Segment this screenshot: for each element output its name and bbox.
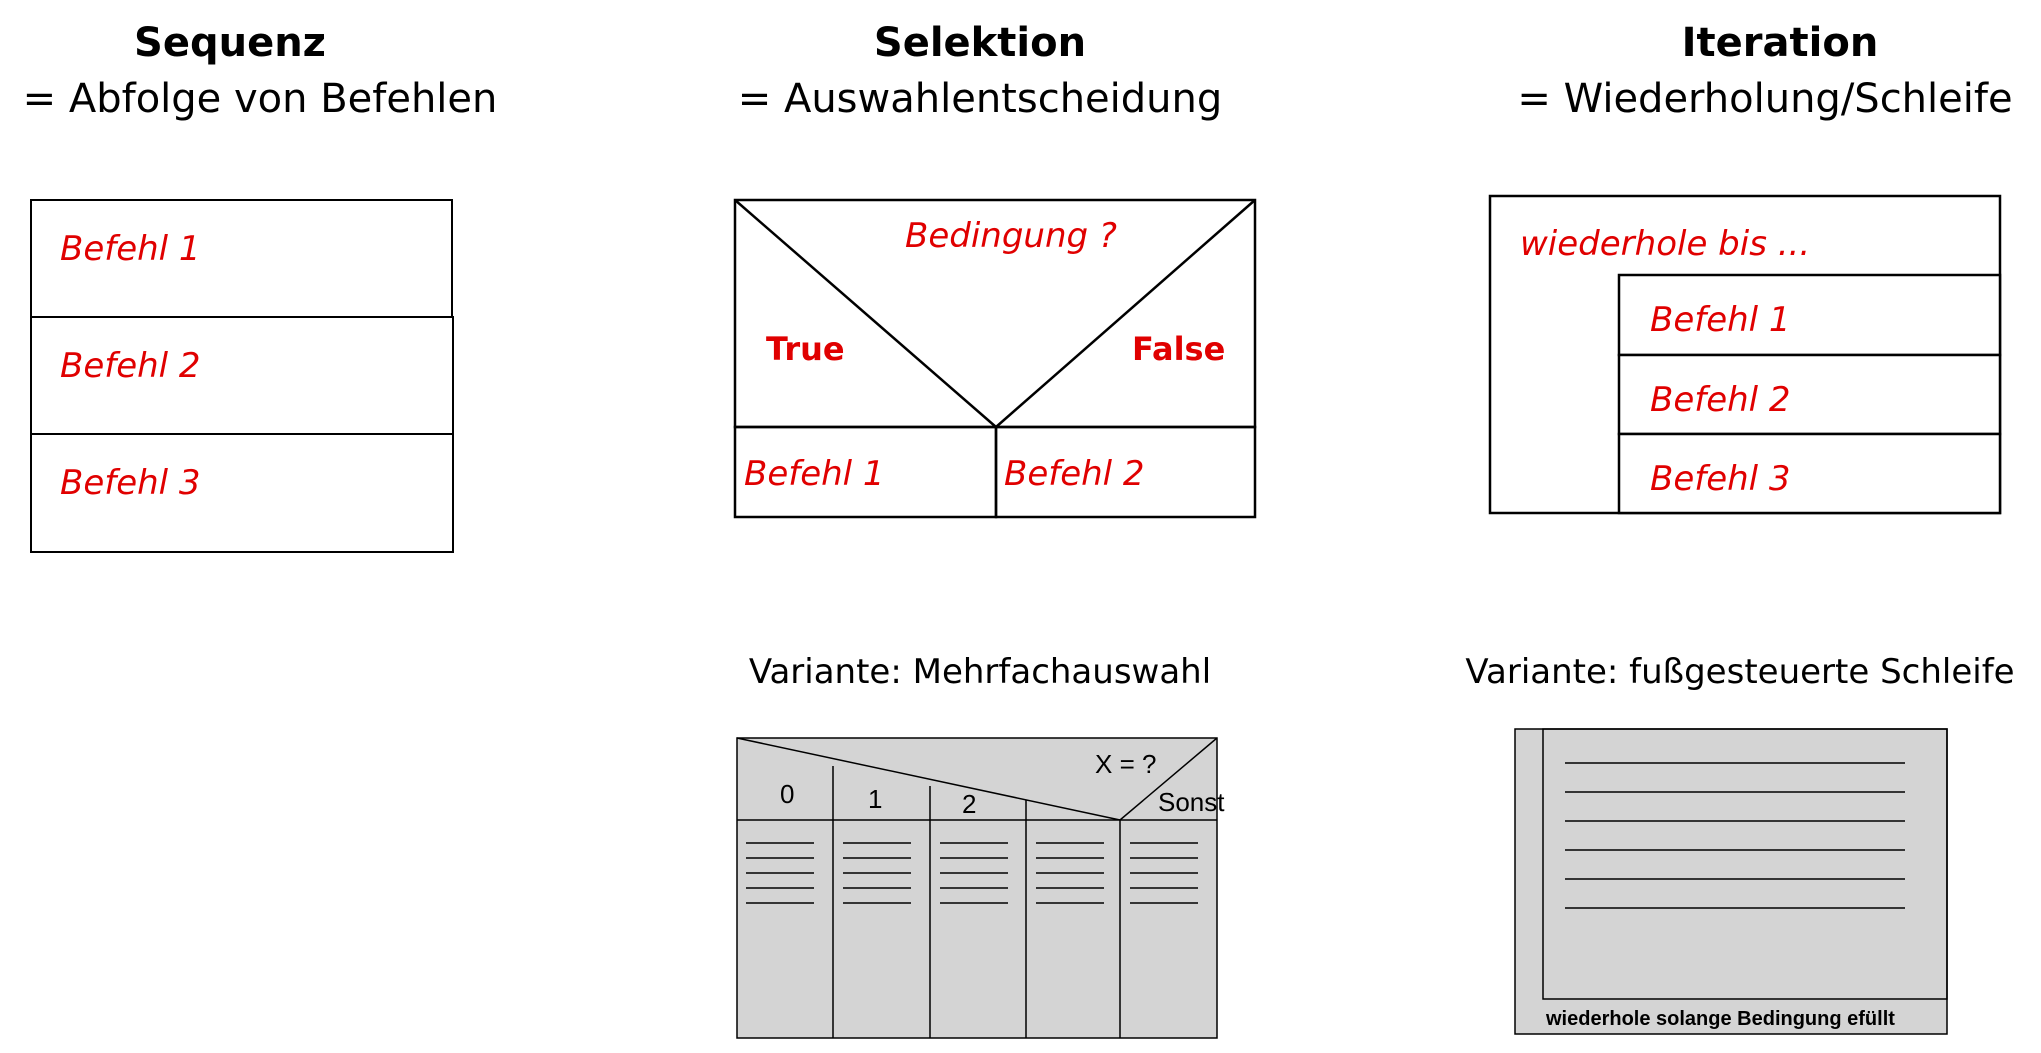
selection-true-label: True	[766, 330, 845, 368]
variant-foot-controlled-caption: Variante: fußgesteuerte Schleife	[1465, 652, 2015, 692]
sequence-step-2: Befehl 2	[30, 316, 454, 436]
selection-true-diagonal	[734, 199, 997, 428]
sequence-step-2-label: Befehl 2	[60, 346, 201, 386]
sequence-step-3-label: Befehl 3	[60, 463, 201, 503]
selection-false-command: Befehl 2	[1004, 454, 1145, 494]
foot-controlled-frame	[1514, 728, 1948, 1035]
iteration-command-2-box	[1617, 353, 2002, 436]
selection-true-command: Befehl 1	[744, 454, 885, 494]
multiple-choice-condition: X = ?	[1095, 749, 1156, 779]
iteration-command-3-box	[1617, 432, 2002, 515]
selection-title: Selektion	[873, 20, 1087, 66]
foot-controlled-footer: wiederhole solange Bedingung efüllt	[1545, 1008, 1895, 1030]
multiple-choice-diagonal-left	[736, 737, 1121, 821]
iteration-command-2: Befehl 2	[1650, 380, 1791, 420]
multiple-choice-placeholder-rows	[746, 842, 1198, 904]
selection-false-diagonal	[995, 199, 1256, 428]
iteration-command-1-box	[1617, 273, 2002, 357]
iteration-subtitle: = Wiederholung/Schleife	[1517, 76, 2013, 122]
sequence-step-1-label: Befehl 1	[60, 229, 201, 269]
iteration-title: Iteration	[1681, 20, 1879, 66]
multiple-choice-case-2: 2	[962, 789, 976, 819]
iteration-loop-header: wiederhole bis ...	[1520, 224, 1811, 264]
sequence-title: Sequenz	[134, 20, 326, 66]
foot-controlled-placeholder-rows	[1565, 762, 1905, 909]
selection-condition: Bedingung ?	[905, 216, 1117, 256]
multiple-choice-case-0: 0	[780, 779, 794, 809]
sequence-step-3: Befehl 3	[30, 433, 454, 553]
multiple-choice-diagonal-right	[1119, 737, 1218, 821]
multiple-choice-case-else: Sonst	[1158, 787, 1225, 817]
multiple-choice-case-1: 1	[868, 784, 882, 814]
variant-multiple-choice-caption: Variante: Mehrfachauswahl	[748, 652, 1212, 692]
iteration-command-3: Befehl 3	[1650, 459, 1791, 499]
selection-subtitle: = Auswahlentscheidung	[737, 76, 1223, 122]
sequence-subtitle: = Abfolge von Befehlen	[22, 76, 498, 122]
iteration-command-1: Befehl 1	[1650, 300, 1791, 340]
selection-false-label: False	[1132, 330, 1226, 368]
selection-false-branch	[994, 425, 1257, 519]
foot-controlled-body	[1542, 728, 1948, 1000]
